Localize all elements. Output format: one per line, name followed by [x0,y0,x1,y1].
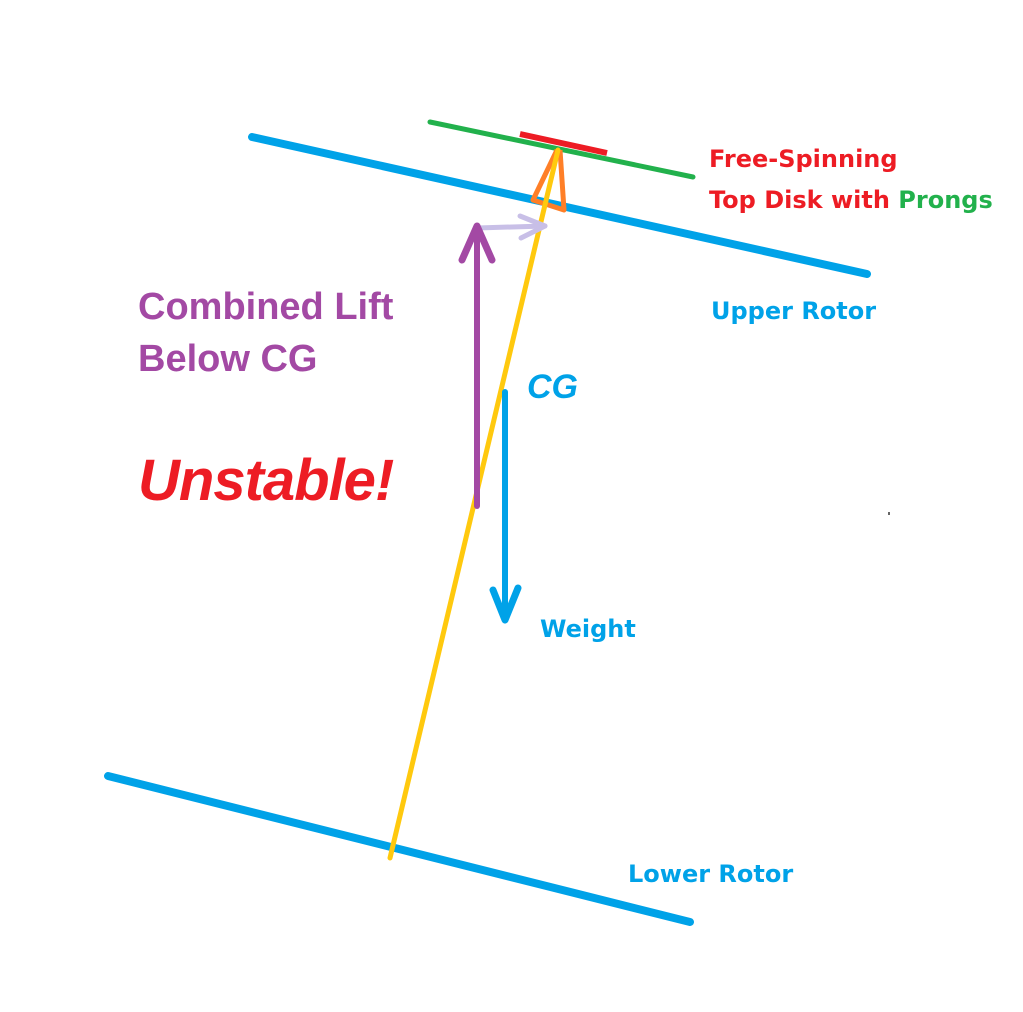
lift-arrow-icon [458,222,496,509]
lower-rotor-line [104,772,694,926]
weight-arrow-icon [489,389,522,624]
lower-rotor-label: Lower Rotor [628,860,794,888]
prongs-icon [530,148,567,213]
cg-label: CG [527,368,578,406]
top-disk-label: Top Disk with Prongs [709,184,993,216]
top-disk-text: Top Disk with [709,186,899,214]
prongs-text: Prongs [898,186,993,214]
offset-arrow-icon [474,213,548,241]
below-cg-label: Below CG [138,338,318,380]
upper-rotor-label: Upper Rotor [711,297,877,325]
weight-label: Weight [540,615,636,643]
free-spinning-label: Free-Spinning [709,145,898,173]
top-disk-line [427,119,696,180]
disk-bar [519,131,608,156]
unstable-verdict-label: Unstable! [138,448,394,513]
combined-lift-label: Combined Lift [138,286,394,328]
upper-rotor-line [248,133,871,278]
stray-dot [888,512,890,515]
